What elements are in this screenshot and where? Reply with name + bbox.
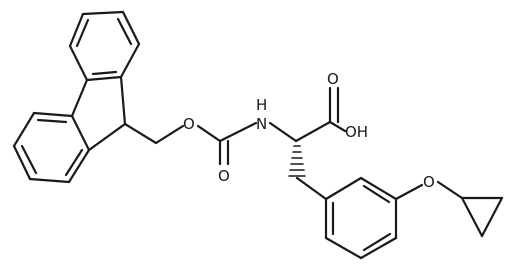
phenyl-ring (324, 176, 398, 260)
atom-label-amide-hydrogen: H (256, 96, 267, 114)
stereo-hash-bond (288, 145, 306, 177)
benzyl-link (295, 176, 328, 201)
atom-label-ether-oxygen: O (423, 173, 435, 191)
fluorene-left-ring (12, 111, 91, 184)
amide-to-alpha (268, 121, 298, 143)
atom-label-acid-carbonyl-oxygen: O (327, 70, 339, 88)
carboxylic-acid (294, 86, 347, 143)
atom-label-hydroxyl: OH (345, 123, 368, 141)
fmoc-linker (123, 121, 258, 166)
fluorene-five-ring (87, 75, 127, 152)
atom-label-ester-oxygen: O (183, 115, 195, 133)
cyclopropoxy (394, 180, 504, 238)
atom-label-amide-nitrogen: N (256, 115, 267, 133)
fluorene-right-ring (68, 10, 141, 118)
atom-label-carbonyl-oxygen: O (218, 167, 230, 185)
